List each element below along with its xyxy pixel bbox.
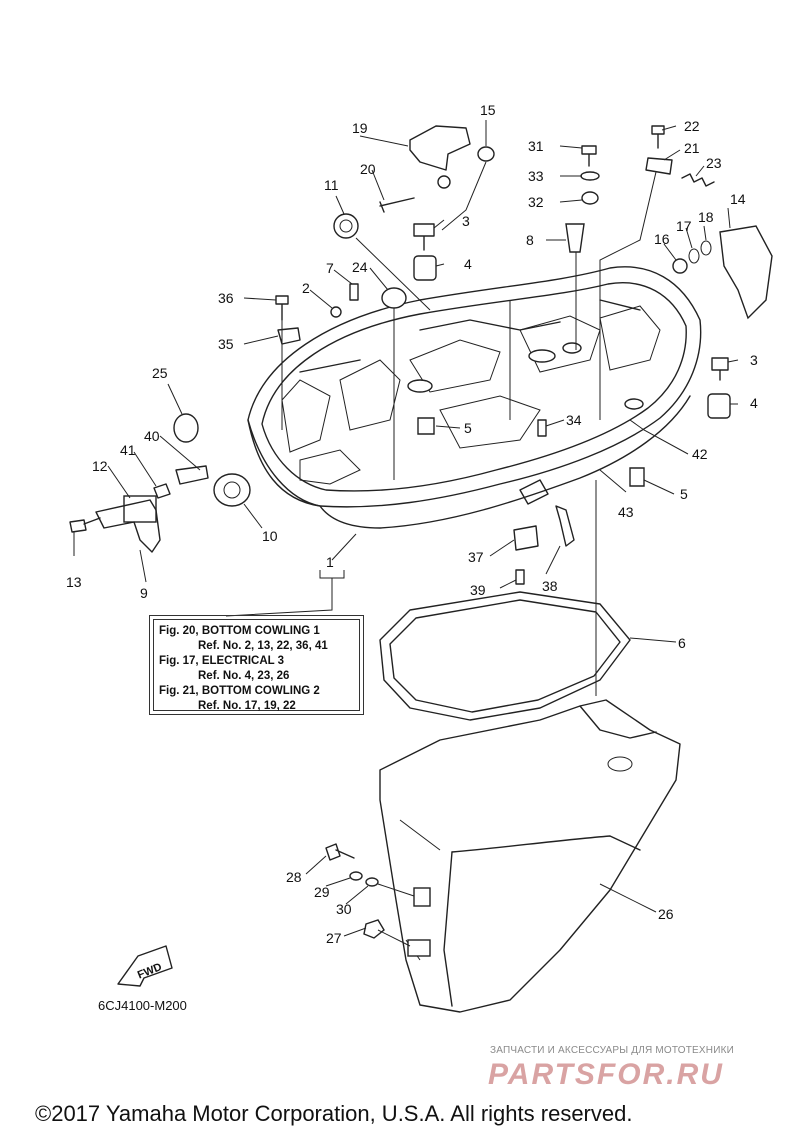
callout-39: 39 — [470, 582, 486, 598]
lower-apron — [379, 699, 681, 1013]
ref-line-4: Ref. No. 4, 23, 26 — [198, 670, 290, 682]
callout-12: 12 — [92, 458, 108, 474]
callout-42: 42 — [692, 446, 708, 462]
callout-5-right: 5 — [680, 486, 688, 502]
callout-36: 36 — [218, 290, 234, 306]
ref-line-2: Ref. No. 2, 13, 22, 36, 41 — [198, 640, 328, 652]
callout-26: 26 — [658, 906, 674, 922]
callout-20: 20 — [360, 161, 376, 177]
callout-5-left: 5 — [464, 420, 472, 436]
callout-3-top: 3 — [462, 213, 470, 229]
callout-4-right: 4 — [750, 395, 758, 411]
copyright-notice: ©2017 Yamaha Motor Corporation, U.S.A. A… — [35, 1101, 633, 1126]
ref-line-1: Fig. 20, BOTTOM COWLING 1 — [159, 625, 320, 637]
fwd-label: FWD — [136, 961, 164, 982]
callout-34: 34 — [566, 412, 582, 428]
callout-41: 41 — [120, 442, 136, 458]
callout-1: 1 — [326, 554, 334, 570]
watermark-caption: ЗАПЧАСТИ И АКСЕССУАРЫ ДЛЯ МОТОТЕХНИКИ — [490, 1045, 735, 1056]
drawing-number: 6CJ4100-M200 — [98, 998, 187, 1013]
callout-28: 28 — [286, 869, 302, 885]
callout-32: 32 — [528, 194, 544, 210]
callout-6: 6 — [678, 635, 686, 651]
callout-33: 33 — [528, 168, 544, 184]
callout-35: 35 — [218, 336, 234, 352]
callout-2: 2 — [302, 280, 310, 296]
callout-19: 19 — [352, 120, 368, 136]
watermark-logo: PARTSFOR.RU — [488, 1058, 724, 1091]
ref-line-6: Ref. No. 17, 19, 22 — [198, 700, 296, 712]
callout-43: 43 — [618, 504, 634, 520]
callout-labels: 1 2 3 3 4 4 5 5 6 7 8 9 10 11 12 13 14 1… — [66, 102, 758, 982]
callout-31: 31 — [528, 138, 544, 154]
callout-24: 24 — [352, 259, 368, 275]
reference-box: Fig. 20, BOTTOM COWLING 1 Ref. No. 2, 13… — [149, 615, 364, 715]
callout-23: 23 — [706, 155, 722, 171]
small-parts — [69, 125, 773, 987]
callout-21: 21 — [684, 140, 700, 156]
callout-15: 15 — [480, 102, 496, 118]
callout-11: 11 — [324, 177, 339, 193]
callout-13: 13 — [66, 574, 82, 590]
reference-box-frame — [153, 619, 360, 711]
ref-line-3: Fig. 17, ELECTRICAL 3 — [159, 655, 285, 667]
callout-17: 17 — [676, 218, 692, 234]
callout-9: 9 — [140, 585, 148, 601]
callout-14: 14 — [730, 191, 746, 207]
callout-16: 16 — [654, 231, 670, 247]
callout-38: 38 — [542, 578, 558, 594]
callout-25: 25 — [152, 365, 168, 381]
callout-8: 8 — [526, 232, 534, 248]
ref-line-5: Fig. 21, BOTTOM COWLING 2 — [159, 685, 320, 697]
callout-22: 22 — [684, 118, 700, 134]
cowling-seal — [379, 591, 631, 721]
callout-10: 10 — [262, 528, 278, 544]
callout-4-top: 4 — [464, 256, 472, 272]
callout-30: 30 — [336, 901, 352, 917]
callout-40: 40 — [144, 428, 160, 444]
callout-3-right: 3 — [750, 352, 758, 368]
callout-18: 18 — [698, 209, 714, 225]
callout-27: 27 — [326, 930, 342, 946]
callout-37: 37 — [468, 549, 484, 565]
bottom-cowling-body — [247, 266, 702, 529]
callout-29: 29 — [314, 884, 330, 900]
callout-7: 7 — [326, 260, 334, 276]
leader-lines — [73, 120, 739, 947]
